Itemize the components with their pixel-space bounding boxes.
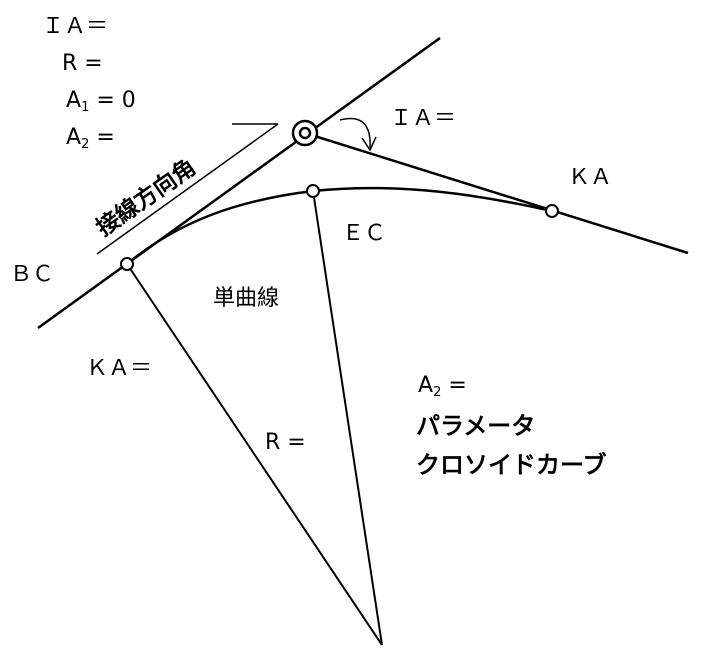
ka-eq-label: ＫＡ＝: [86, 356, 153, 381]
ka-point: [545, 204, 559, 218]
ip-point-inner-circle: [298, 126, 312, 140]
a1-label: A1 = 0: [66, 88, 136, 115]
a2-label: A2 =: [66, 125, 115, 152]
tangent-angle-indicator-line: [96, 123, 279, 255]
r-top-label: R =: [62, 51, 103, 76]
tangent-line-1: [37, 36, 441, 330]
tangent-line-2: [304, 131, 689, 255]
simple-curve-label: 単曲線: [213, 286, 280, 311]
clothoid-curve-path: [126, 186, 553, 265]
ec-point: [306, 184, 320, 198]
clothoid-curve-label: クロソイドカーブ: [416, 451, 607, 479]
bc-label: ＢＣ: [10, 262, 55, 287]
a2-letter: A: [66, 125, 82, 150]
a2b-subscript: 2: [433, 385, 442, 400]
ia-top-label: ＩＡ＝: [42, 14, 109, 39]
a2b-value: =: [441, 373, 467, 398]
ec-label: ＥＣ: [342, 221, 387, 246]
parameter-label: パラメータ: [416, 412, 536, 440]
radius-line-bc: [126, 263, 383, 646]
a1-subscript: 1: [81, 100, 90, 115]
a2-subscript: 2: [81, 137, 90, 152]
a1-value: = 0: [89, 88, 136, 113]
ia-arc-arrowhead-icon: [361, 136, 377, 152]
ka-point-label: ＫＡ: [568, 165, 613, 190]
ia-arc: [339, 117, 371, 149]
a2-parameter-label: A2 =: [418, 373, 467, 400]
a1-letter: A: [66, 88, 82, 113]
r-eq-label: R =: [265, 430, 306, 455]
radius-line-ec: [312, 190, 383, 646]
a2-value: =: [89, 125, 115, 150]
bc-point: [120, 257, 134, 271]
a2b-letter: A: [418, 373, 434, 398]
ia-arc-label: ＩＡ＝: [390, 106, 457, 131]
